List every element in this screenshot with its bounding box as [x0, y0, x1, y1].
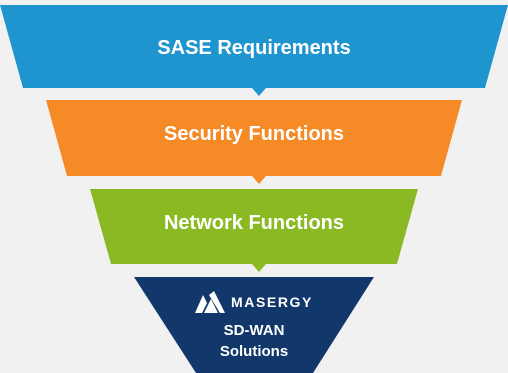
funnel-level-security-functions — [46, 100, 462, 184]
masergy-logo-text: MASERGY — [231, 294, 313, 310]
solutions-label: Solutions — [219, 343, 289, 360]
masergy-logo-icon — [195, 291, 225, 313]
sase-requirements-label: SASE Requirements — [157, 37, 351, 59]
sd-wan-label: SD-WAN — [223, 322, 285, 339]
funnel-level-network-functions — [90, 189, 418, 272]
network-functions-label: Network Functions — [163, 212, 344, 234]
funnel-level-sd-wan — [134, 277, 374, 373]
masergy-logo: MASERGY — [0, 291, 508, 313]
security-functions-label: Security Functions — [163, 123, 345, 145]
funnel-level-sase-requirements — [0, 5, 508, 96]
